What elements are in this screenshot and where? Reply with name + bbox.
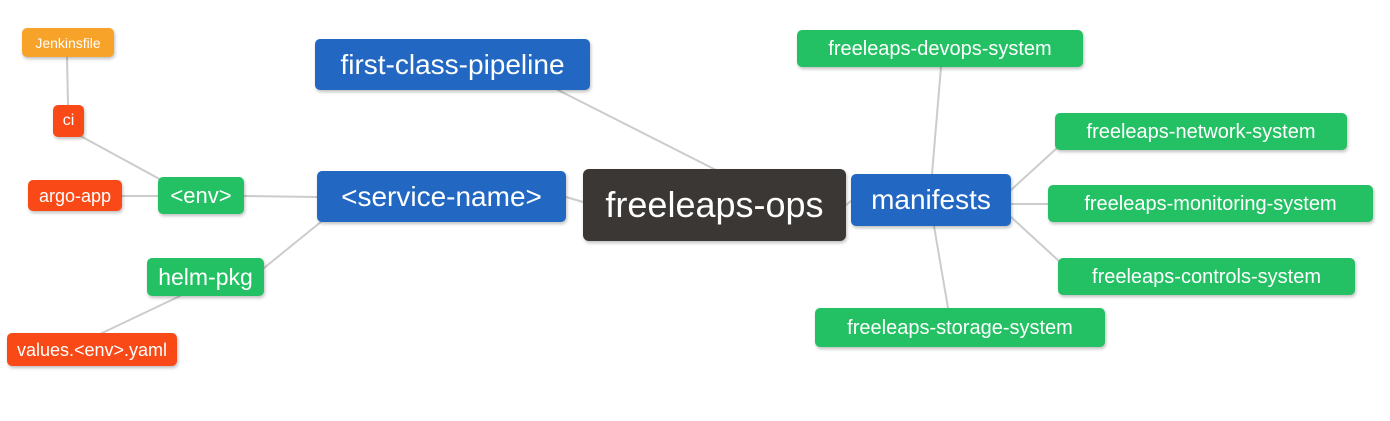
edge-env-service-name bbox=[243, 195, 318, 198]
node-first-class-pipeline[interactable]: first-class-pipeline bbox=[315, 39, 590, 90]
edge-manifests-storage bbox=[933, 225, 949, 309]
node-jenkinsfile[interactable]: Jenkinsfile bbox=[22, 28, 114, 57]
node-freeleaps-ops[interactable]: freeleaps-ops bbox=[583, 169, 846, 241]
edge-manifests-network bbox=[1010, 147, 1058, 191]
node-freeleaps-monitoring-system[interactable]: freeleaps-monitoring-system bbox=[1048, 185, 1373, 222]
node-freeleaps-controls-system[interactable]: freeleaps-controls-system bbox=[1058, 258, 1355, 295]
edge-freeleaps-ops-manifests bbox=[845, 200, 852, 206]
node-argo-app[interactable]: argo-app bbox=[28, 180, 122, 211]
edge-values-helm-pkg bbox=[99, 295, 181, 335]
node-env[interactable]: <env> bbox=[158, 177, 244, 214]
node-service-name[interactable]: <service-name> bbox=[317, 171, 566, 222]
node-manifests[interactable]: manifests bbox=[851, 174, 1011, 226]
edge-pipeline-freeleaps-ops bbox=[557, 89, 717, 171]
node-ci[interactable]: ci bbox=[53, 105, 84, 137]
node-freeleaps-network-system[interactable]: freeleaps-network-system bbox=[1055, 113, 1347, 150]
node-values-env-yaml[interactable]: values.<env>.yaml bbox=[7, 333, 177, 366]
node-freeleaps-storage-system[interactable]: freeleaps-storage-system bbox=[815, 308, 1105, 347]
edge-helm-pkg-service-name bbox=[263, 220, 323, 269]
edge-ci-env bbox=[74, 132, 166, 183]
node-freeleaps-devops-system[interactable]: freeleaps-devops-system bbox=[797, 30, 1083, 67]
edge-manifests-controls bbox=[1010, 216, 1061, 263]
edge-manifests-devops bbox=[931, 66, 942, 175]
node-helm-pkg[interactable]: helm-pkg bbox=[147, 258, 264, 296]
edge-jenkinsfile-ci bbox=[66, 56, 69, 106]
edge-service-name-freeleaps-ops bbox=[565, 196, 584, 203]
